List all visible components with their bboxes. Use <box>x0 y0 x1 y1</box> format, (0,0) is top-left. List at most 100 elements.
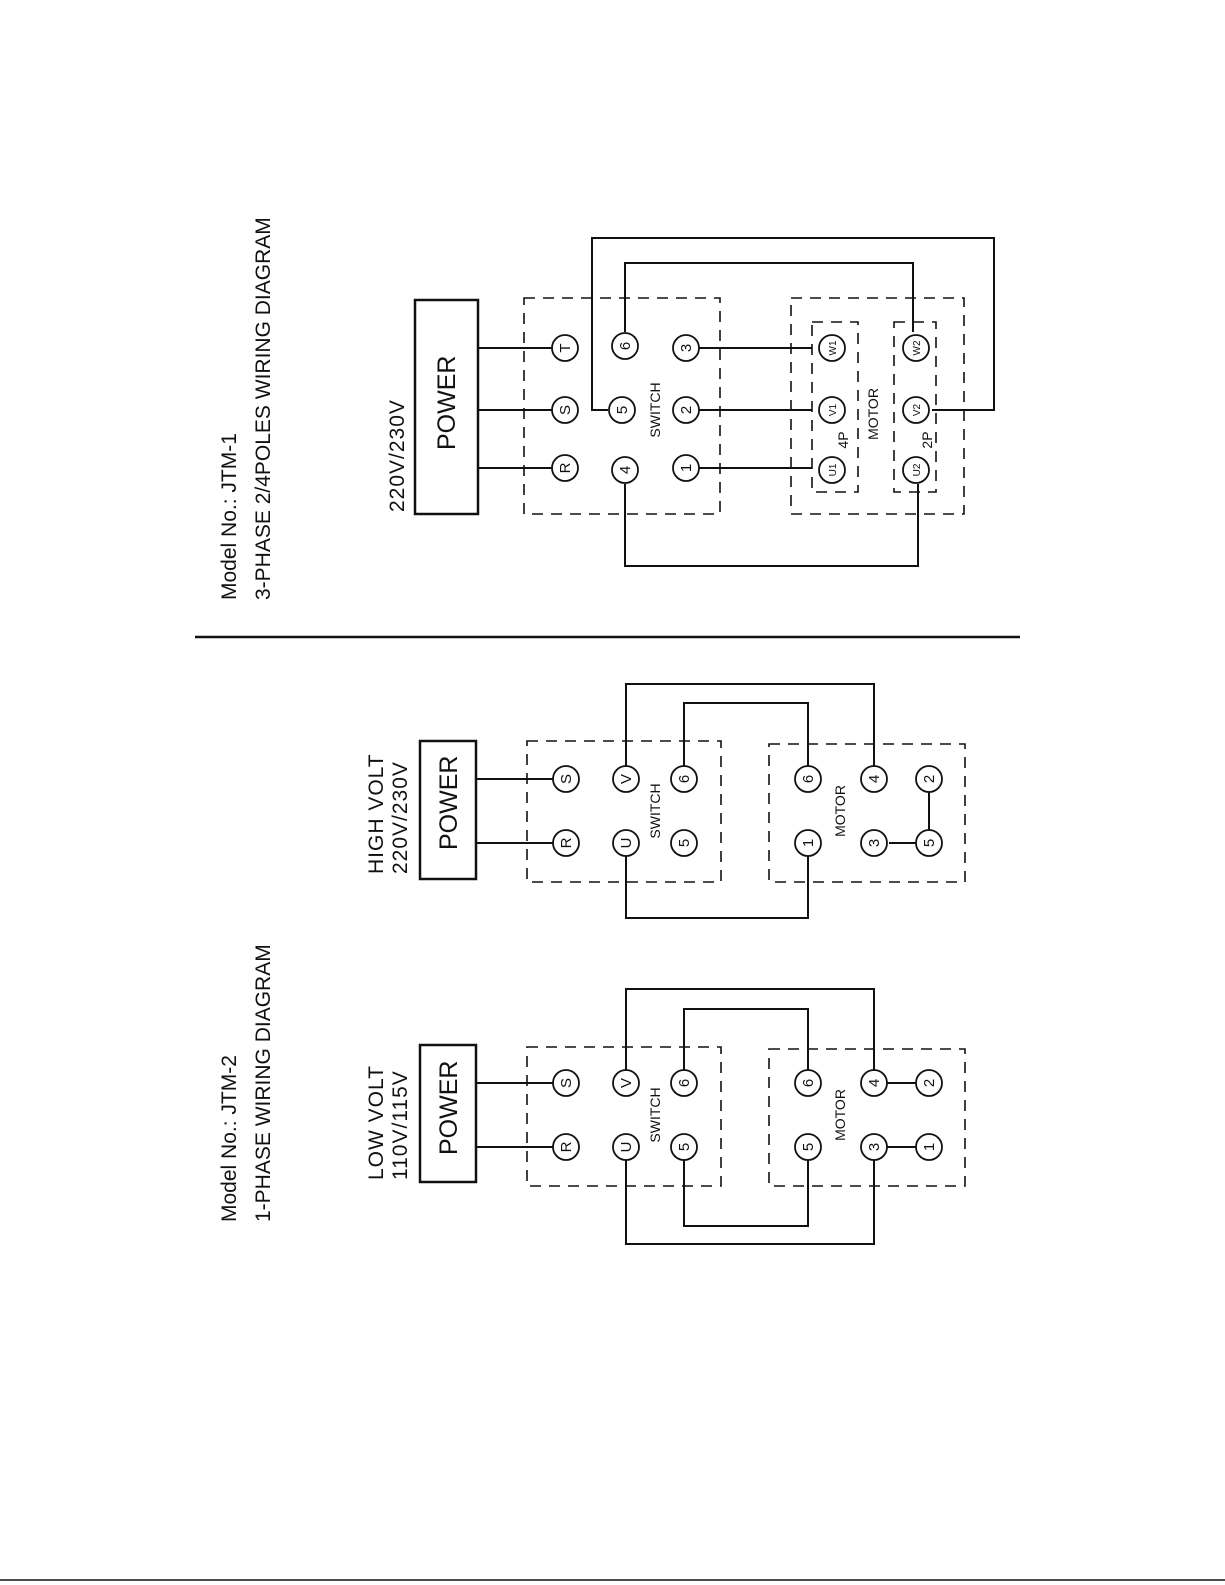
svg-text:R: R <box>557 462 574 473</box>
jtm2-high-motor-terminal-6: 6 <box>795 766 821 792</box>
jtm2-low-switch-label: SWITCH <box>647 1087 663 1142</box>
jtm2-high-motor-terminal-5: 5 <box>916 830 942 856</box>
jtm1-2p-label: 2P <box>919 431 935 448</box>
jtm1-motor-terminal-w2: W2 <box>903 335 929 361</box>
jtm1-motor-terminal-v1: V1 <box>819 397 845 423</box>
svg-text:1: 1 <box>921 1143 938 1151</box>
jtm2-high-volt-diagram: HIGH VOLT 220V/230V POWER R S U V 5 6 SW… <box>365 684 965 918</box>
jtm1-4p-label: 4P <box>835 431 851 448</box>
jtm1-switch-terminal-r: R <box>552 455 578 481</box>
svg-text:5: 5 <box>614 406 631 414</box>
svg-text:6: 6 <box>617 342 634 350</box>
svg-text:V: V <box>618 1078 635 1088</box>
jtm1-power-label: POWER <box>433 356 461 450</box>
svg-text:R: R <box>558 1141 575 1152</box>
jtm2-high-power-label: POWER <box>435 756 463 850</box>
jtm2-low-switch-terminal-u: U <box>613 1134 639 1160</box>
svg-text:R: R <box>558 837 575 848</box>
svg-text:6: 6 <box>676 775 693 783</box>
jtm2-low-volt-diagram: LOW VOLT 110V/115V POWER R S U V 5 6 SWI… <box>365 989 965 1244</box>
jtm2-high-volt-value: 220V/230V <box>389 761 412 874</box>
jtm1-motor-terminal-u1: U1 <box>819 457 845 483</box>
svg-text:U2: U2 <box>912 463 923 476</box>
jtm2-high-motor-terminal-3: 3 <box>861 830 887 856</box>
svg-text:5: 5 <box>676 839 693 847</box>
jtm2-high-motor-terminal-1: 1 <box>795 830 821 856</box>
jtm1-switch-terminal-1: 1 <box>673 455 699 481</box>
svg-text:3: 3 <box>866 1143 883 1151</box>
svg-text:6: 6 <box>676 1079 693 1087</box>
jtm1-motor-terminal-v2: V2 <box>903 397 929 423</box>
jtm2-low-motor-terminal-6: 6 <box>795 1070 821 1096</box>
svg-text:4: 4 <box>866 1079 883 1087</box>
svg-text:4: 4 <box>617 466 634 474</box>
svg-text:4: 4 <box>866 775 883 783</box>
jtm2-low-switch-terminal-5: 5 <box>671 1134 697 1160</box>
svg-text:5: 5 <box>921 839 938 847</box>
jtm2-high-switch-label: SWITCH <box>647 783 663 838</box>
svg-text:3: 3 <box>866 839 883 847</box>
jtm1-model-label: Model No.: JTM-1 <box>218 433 241 600</box>
jtm1-switch-terminal-4: 4 <box>612 457 638 483</box>
jtm1-switch-terminal-6: 6 <box>612 333 638 359</box>
jtm1-switch-terminal-3: 3 <box>673 335 699 361</box>
svg-text:U: U <box>618 1142 635 1153</box>
jtm1-title-block: Model No.: JTM-1 3-PHASE 2/4POLES WIRING… <box>218 217 275 600</box>
jtm1-diagram-title: 3-PHASE 2/4POLES WIRING DIAGRAM <box>252 217 275 600</box>
jtm2-low-motor-box <box>769 1049 965 1186</box>
jtm2-low-switch-terminal-r: R <box>553 1134 579 1160</box>
jtm2-high-motor-box <box>769 744 965 882</box>
svg-text:5: 5 <box>676 1143 693 1151</box>
jtm2-high-motor-terminal-2: 2 <box>916 766 942 792</box>
jtm2-low-switch-terminal-6: 6 <box>671 1070 697 1096</box>
jtm2-low-motor-terminal-5: 5 <box>795 1134 821 1160</box>
svg-text:S: S <box>558 774 575 784</box>
jtm2-low-motor-terminal-2: 2 <box>916 1070 942 1096</box>
svg-text:1: 1 <box>678 464 695 472</box>
jtm1-switch-label: SWITCH <box>647 382 663 437</box>
jtm2-high-switch-terminal-u: U <box>613 830 639 856</box>
jtm1-motor-terminal-u2: U2 <box>903 457 929 483</box>
svg-text:2: 2 <box>921 775 938 783</box>
svg-text:S: S <box>558 1078 575 1088</box>
jtm2-diagram-title: 1-PHASE WIRING DIAGRAM <box>252 944 275 1222</box>
jtm2-high-motor-label: MOTOR <box>832 785 848 837</box>
jtm2-high-switch-terminal-5: 5 <box>671 830 697 856</box>
jtm2-high-switch-terminal-6: 6 <box>671 766 697 792</box>
svg-text:6: 6 <box>800 1079 817 1087</box>
jtm1-switch-terminal-t: T <box>552 335 578 361</box>
jtm2-model-label: Model No.: JTM-2 <box>218 1055 241 1222</box>
jtm2-high-switch-terminal-v: V <box>613 766 639 792</box>
jtm1-motor-label: MOTOR <box>865 388 881 440</box>
svg-text:3: 3 <box>678 344 695 352</box>
svg-text:6: 6 <box>800 775 817 783</box>
svg-text:T: T <box>557 343 574 352</box>
jtm2-low-switch-terminal-s: S <box>553 1070 579 1096</box>
jtm1-motor-terminal-w1: W1 <box>819 335 845 361</box>
jtm2-high-switch-terminal-s: S <box>553 766 579 792</box>
jtm2-high-switch-box <box>527 741 721 882</box>
svg-text:5: 5 <box>800 1143 817 1151</box>
jtm1-switch-terminal-2: 2 <box>673 397 699 423</box>
jtm2-low-motor-terminal-3: 3 <box>861 1134 887 1160</box>
svg-text:S: S <box>557 405 574 415</box>
jtm2-low-motor-terminal-1: 1 <box>916 1134 942 1160</box>
svg-text:V1: V1 <box>828 403 839 416</box>
jtm2-low-switch-box <box>527 1047 721 1186</box>
jtm2-high-motor-terminal-4: 4 <box>861 766 887 792</box>
jtm2-high-switch-terminal-r: R <box>553 830 579 856</box>
svg-text:2: 2 <box>678 406 695 414</box>
jtm1-switch-terminal-s: S <box>552 397 578 423</box>
svg-text:V2: V2 <box>912 403 923 416</box>
jtm1-switch-terminal-5: 5 <box>609 397 635 423</box>
jtm2-low-switch-terminal-v: V <box>613 1070 639 1096</box>
jtm2-title-block: Model No.: JTM-2 1-PHASE WIRING DIAGRAM <box>218 944 275 1222</box>
jtm2-low-volt-label: LOW VOLT <box>365 1065 388 1180</box>
svg-text:V: V <box>618 774 635 784</box>
svg-text:W2: W2 <box>912 340 923 355</box>
svg-text:1: 1 <box>800 839 817 847</box>
jtm2-low-motor-label: MOTOR <box>832 1089 848 1141</box>
jtm2-low-motor-terminal-4: 4 <box>861 1070 887 1096</box>
jtm2-low-volt-value: 110V/115V <box>389 1070 412 1180</box>
